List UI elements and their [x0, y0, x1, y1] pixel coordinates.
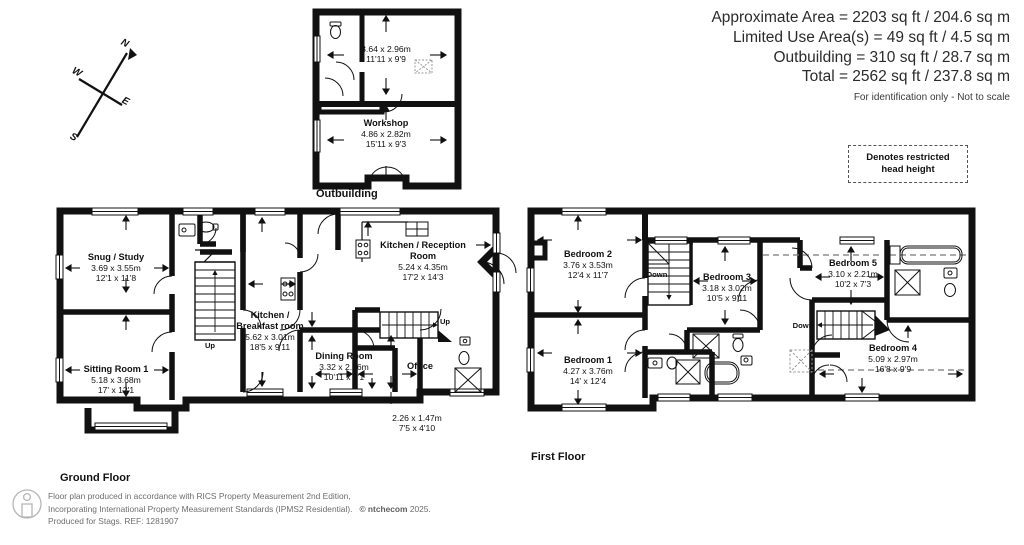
office-text: Office: [407, 361, 433, 372]
kitchen-reception-text: Kitchen / Reception Room 5.24 x 4.35m 17…: [380, 240, 466, 282]
bedroom-4-imperial: 16'8 x 9'9: [874, 364, 912, 374]
kitchen-reception-name-2: Room: [409, 250, 437, 261]
sitting-room-1-text: Sitting Room 1 5.18 x 3.68m 17' x 12'1: [84, 364, 149, 395]
ground-stair-left: [194, 249, 236, 341]
kitchen-breakfast-text: Kitchen / Breakfast room 5.62 x 3.01m 18…: [236, 310, 303, 352]
bedroom-2-imperial: 12'4 x 11'7: [567, 270, 609, 280]
compass-rose: [76, 48, 137, 138]
workshop-name: Workshop: [363, 118, 409, 128]
bedroom-5-text: Bedroom 5 3.10 x 2.21m 10'2 x 7'3: [828, 258, 878, 289]
footer-line-2: Incorporating International Property Mea…: [48, 503, 431, 516]
first-stair-down-label-left: Down: [646, 270, 668, 279]
footer-disclaimer: Floor plan produced in accordance with R…: [48, 490, 431, 528]
bedroom-1-metric: 4.27 x 3.76m: [563, 365, 613, 376]
bedroom-2-text: Bedroom 2 3.76 x 3.53m 12'4 x 11'7: [563, 249, 613, 280]
bedroom-5-imperial: 10'2 x 7'3: [834, 279, 872, 289]
kitchen-reception-metric: 5.24 x 4.35m: [398, 261, 448, 272]
outbuilding-room-1-text: 3.64 x 2.96m 11'11 x 9'9: [361, 44, 411, 64]
bedroom-2-metric: 3.76 x 3.53m: [563, 259, 613, 270]
office-dimensions: 2.26 x 1.47m 7'5 x 4'10: [392, 413, 442, 433]
area-summary: Approximate Area = 2203 sq ft / 204.6 sq…: [711, 8, 1010, 105]
bedroom-1-name: Bedroom 1: [564, 355, 612, 365]
sitting-room-1-imperial: 17' x 12'1: [97, 385, 135, 395]
dining-room-imperial: 10'11 x 7'1: [323, 372, 365, 382]
bedroom-4-text: Bedroom 4 5.09 x 2.97m 16'8 x 9'9: [868, 343, 918, 374]
first-stair-down-label-right: Down: [792, 321, 814, 330]
outbuilding-area-line: Outbuilding = 310 sq ft / 28.7 sq m: [773, 48, 1010, 66]
restricted-head-height-legend: Denotes restricted head height: [848, 145, 968, 183]
dining-room-name: Dining Room: [315, 351, 373, 361]
outbuilding-plan: [312, 8, 462, 190]
bedroom-3-name: Bedroom 3: [703, 272, 751, 282]
sitting-room-1-name: Sitting Room 1: [83, 364, 149, 374]
kitchen-breakfast-name-1: Kitchen /: [250, 310, 290, 320]
dining-room-text: Dining Room 3.32 x 2.16m 10'11 x 7'1: [315, 351, 372, 382]
kitchen-breakfast-metric: 5.62 x 3.01m: [245, 331, 295, 342]
footer-line-2a: Incorporating International Property Mea…: [48, 503, 353, 514]
office-metric: 2.26 x 1.47m: [392, 413, 442, 423]
bedroom-4-name: Bedroom 4: [869, 343, 917, 353]
bedroom-2-name: Bedroom 2: [564, 249, 612, 259]
outbuilding-caption: Outbuilding: [316, 188, 378, 200]
first-floor-caption: First Floor: [531, 451, 586, 463]
outbuilding-room-1-imperial: 11'11 x 9'9: [366, 54, 406, 65]
ground-stair-right: [379, 311, 452, 342]
kitchen-breakfast-imperial: 18'5 x 9'11: [249, 341, 291, 352]
footer-year: 2025.: [409, 503, 431, 514]
sitting-room-1-metric: 5.18 x 3.68m: [91, 374, 141, 385]
office-imperial: 7'5 x 4'10: [398, 423, 436, 434]
kitchen-reception-name-1: Kitchen / Reception: [380, 240, 466, 250]
bedroom-3-imperial: 10'5 x 9'11: [706, 293, 748, 303]
snug-study-metric: 3.69 x 3.55m: [91, 262, 141, 273]
workshop-metric: 4.86 x 2.82m: [361, 128, 411, 139]
first-stair-right: [816, 309, 890, 341]
bedroom-4-metric: 5.09 x 2.97m: [868, 353, 918, 364]
snug-study-text: Snug / Study 3.69 x 3.55m 12'1 x 11'8: [88, 252, 144, 283]
bedroom-5-metric: 3.10 x 2.21m: [828, 268, 878, 279]
bedroom-1-text: Bedroom 1 4.27 x 3.76m 14' x 12'4: [563, 355, 613, 386]
ground-stair-up-label-right: Up: [439, 317, 451, 326]
bedroom-5-name: Bedroom 5: [829, 258, 877, 268]
total-area-line: Total = 2562 sq ft / 237.8 sq m: [801, 68, 1010, 86]
ground-floor-caption: Ground Floor: [60, 472, 131, 484]
legend-line-1: Denotes restricted: [866, 152, 950, 164]
snug-study-name: Snug / Study: [87, 252, 145, 262]
snug-study-imperial: 12'1 x 11'8: [95, 273, 137, 283]
footer-brand: © ntchecom: [359, 503, 408, 514]
office-name: Office: [406, 361, 434, 371]
limited-use-area-line: Limited Use Area(s) = 49 sq ft / 4.5 sq …: [733, 28, 1010, 46]
workshop-imperial: 15'11 x 9'3: [365, 139, 407, 149]
first-stair-left: [647, 242, 691, 306]
kitchen-reception-imperial: 17'2 x 14'3: [402, 271, 444, 282]
outbuilding-room-1-metric: 3.64 x 2.96m: [361, 44, 411, 54]
approximate-area-line: Approximate Area = 2203 sq ft / 204.6 sq…: [711, 9, 1010, 26]
bedroom-3-metric: 3.18 x 3.02m: [702, 282, 752, 293]
kitchen-breakfast-name-2: Breakfast room: [236, 320, 304, 331]
dining-room-metric: 3.32 x 2.16m: [319, 361, 369, 372]
footer-line-1: Floor plan produced in accordance with R…: [48, 491, 351, 501]
rics-person-icon: [12, 489, 42, 519]
bedroom-1-imperial: 14' x 12'4: [569, 376, 607, 386]
ground-stair-up-label-left: Up: [204, 341, 216, 350]
outbuilding-workshop-text: Workshop 4.86 x 2.82m 15'11 x 9'3: [361, 118, 411, 149]
footer-line-3: Produced for Stags. REF: 1281907: [48, 516, 179, 527]
first-floor-plan: [526, 207, 976, 412]
legend-line-2: head height: [881, 164, 935, 175]
bedroom-3-text: Bedroom 3 3.18 x 3.02m 10'5 x 9'11: [702, 272, 752, 303]
ground-floor-plan: [55, 207, 517, 434]
identification-note: For identification only - Not to scale: [853, 92, 1010, 104]
